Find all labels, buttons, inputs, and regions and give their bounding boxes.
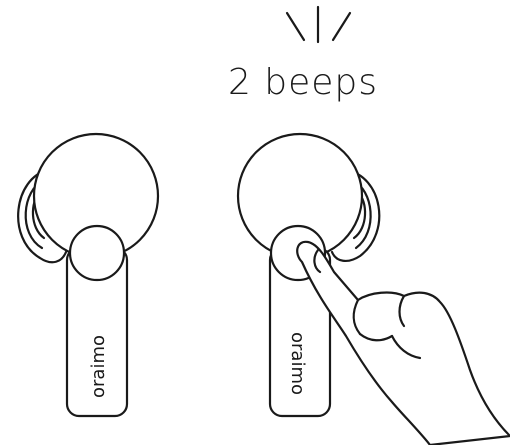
caption-beeps: 2 beeps	[227, 62, 379, 103]
right-earbud-brand: oraimo	[287, 332, 308, 395]
left-earbud-brand: oraimo	[88, 335, 109, 398]
right-earbud: oraimo	[236, 132, 381, 418]
sound-burst-icon	[285, 5, 352, 44]
left-earbud: oraimo	[17, 132, 160, 418]
pointing-hand-icon	[296, 240, 510, 445]
